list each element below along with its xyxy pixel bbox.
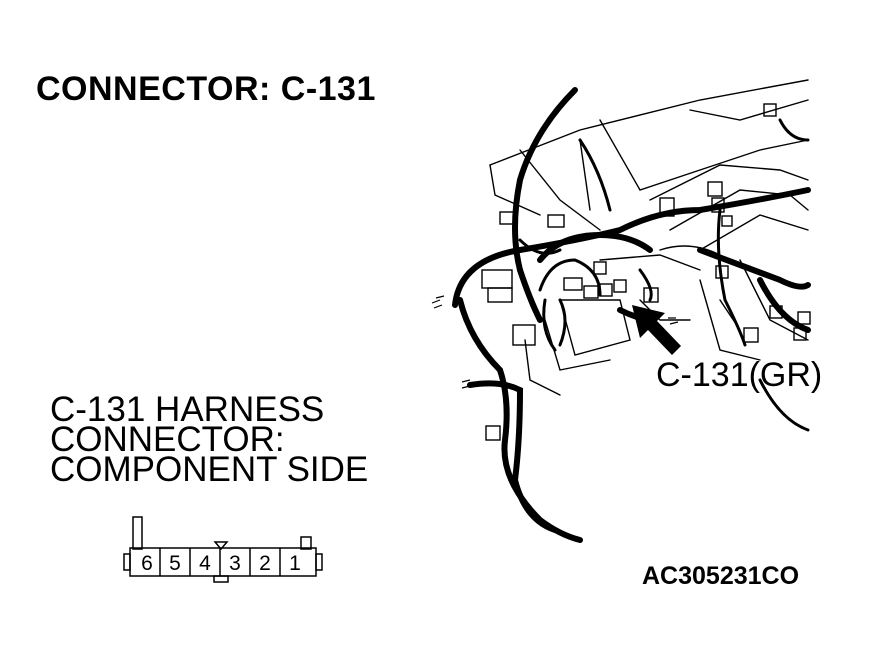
connector-face-diagram: 6 5 4 3 2 1 [123, 516, 323, 583]
harness-label-line-3: COMPONENT SIDE [50, 450, 369, 489]
connector-body [129, 547, 317, 577]
harness-label-line-2: CONNECTOR: [50, 420, 285, 459]
pin-label: 2 [259, 552, 271, 575]
pin-label: 3 [229, 552, 241, 575]
pin-label: 1 [289, 552, 301, 575]
connector-side-tab [300, 536, 312, 550]
connector-callout-label: C-131(GR) [656, 356, 823, 394]
connector-lock-tab [132, 516, 143, 550]
pin-label: 5 [169, 552, 181, 575]
callout-arrow [632, 305, 681, 355]
harness-connector-label: C-131 HARNESS CONNECTOR: COMPONENT SIDE [50, 390, 369, 489]
page-title: CONNECTOR: C-131 [36, 70, 376, 108]
pin-label: 6 [141, 552, 153, 575]
figure-code: AC305231CO [642, 562, 800, 590]
harness-label-line-1: C-131 HARNESS [50, 390, 325, 429]
pin-label: 4 [199, 552, 211, 575]
